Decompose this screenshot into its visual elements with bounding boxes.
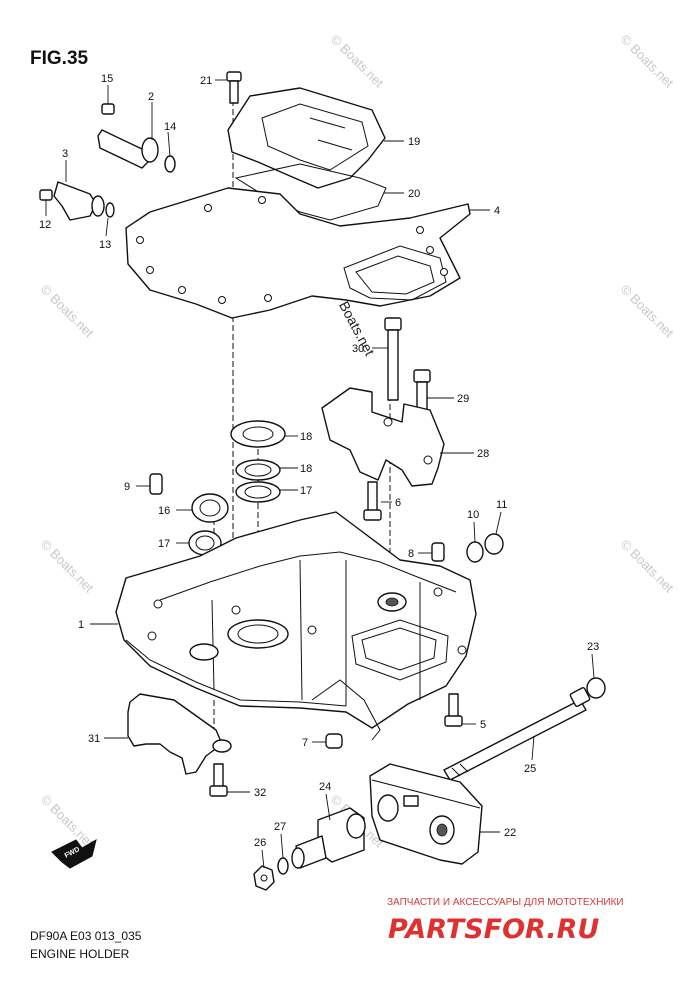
oring-14	[164, 155, 176, 173]
callout-4: 4	[494, 205, 500, 217]
callout-18a: 18	[300, 463, 312, 475]
callout-26: 25	[524, 763, 536, 775]
bracket-29	[321, 387, 445, 487]
watermark-text: © Boats.net	[618, 32, 677, 91]
bolt-6	[363, 481, 382, 521]
figure-name: ENGINE HOLDER	[30, 947, 130, 961]
pin-9	[149, 473, 163, 495]
callout-1: 1	[78, 619, 84, 631]
bolt-5	[444, 693, 463, 727]
nut-27	[253, 865, 275, 891]
bracket-32	[127, 693, 232, 775]
callout-labels: 21 2 15 14 3 12 13 19 20 4 30 29 28 18 1…	[39, 73, 599, 849]
seal-19	[230, 420, 286, 448]
bolt-30	[413, 369, 431, 413]
callout-22: 21	[200, 75, 212, 87]
mount-23	[369, 763, 483, 865]
bolt-31	[384, 317, 402, 401]
callout-7: 7	[302, 737, 308, 749]
figure-title: FIG.35	[30, 48, 89, 69]
callout-6: 6	[395, 497, 401, 509]
callout-13: 13	[99, 239, 111, 251]
callout-23: 22	[504, 827, 516, 839]
callout-17: 17	[158, 538, 170, 550]
callout-9: 9	[124, 481, 130, 493]
pin-8	[431, 542, 445, 562]
watermark-text: © Boats.net	[38, 537, 97, 596]
watermark-text: © Boats.net	[618, 537, 677, 596]
callout-31: 30	[352, 343, 364, 355]
gasket-4	[125, 187, 471, 319]
watermark-text: © Boats.net	[38, 282, 97, 341]
bolt-22	[226, 71, 242, 104]
callout-27: 26	[254, 837, 266, 849]
callout-24: 23	[587, 641, 599, 653]
watermark-text: © Boats.net	[328, 32, 387, 91]
engine-holder-1	[115, 511, 477, 741]
callout-18b: 17	[300, 485, 312, 497]
callout-21: 20	[408, 188, 420, 200]
washer-18a	[235, 459, 281, 481]
ring-10	[466, 541, 484, 563]
bushing-25	[291, 807, 366, 869]
callout-29: 28	[477, 448, 489, 460]
callout-33: 32	[254, 787, 266, 799]
pipe-2	[97, 103, 159, 169]
fwd-arrow-icon: FWD	[51, 838, 97, 869]
callout-10: 10	[467, 509, 479, 521]
brand-logo: PARTSFOR.RU	[388, 914, 599, 945]
callout-20: 19	[408, 136, 420, 148]
washer-28	[277, 857, 289, 875]
callout-5: 5	[480, 719, 486, 731]
callout-19: 18	[300, 431, 312, 443]
callout-12: 12	[39, 219, 51, 231]
washer-18b	[235, 481, 281, 503]
ring-13	[105, 202, 115, 218]
callout-32: 31	[88, 733, 100, 745]
callout-14: 14	[164, 121, 176, 133]
brand-tagline: ЗАПЧАСТИ И АКСЕССУАРЫ ДЛЯ МОТОТЕХНИКИ	[387, 897, 624, 908]
watermark-text: © Boats.net	[618, 282, 677, 341]
callout-8: 8	[408, 548, 414, 560]
plug-11	[484, 533, 504, 555]
pin-7	[325, 733, 343, 749]
callout-25: 24	[319, 781, 331, 793]
bolt-33	[209, 763, 228, 797]
callout-16: 16	[158, 505, 170, 517]
pipe-3	[39, 181, 105, 221]
watermark-text: © Boats.net	[38, 792, 97, 851]
washer-24	[586, 677, 606, 699]
bearing-16	[191, 493, 229, 523]
figure-code: DF90A E03 013_035	[30, 929, 142, 943]
long-bolt-26	[443, 687, 591, 781]
callout-15: 15	[101, 73, 113, 85]
callout-3: 3	[62, 148, 68, 160]
callout-11: 11	[496, 499, 507, 511]
partsfor-brand: ЗАПЧАСТИ И АКСЕССУАРЫ ДЛЯ МОТОТЕХНИКИ PA…	[387, 897, 624, 945]
callout-30: 29	[457, 393, 469, 405]
callout-28: 27	[274, 821, 286, 833]
leader-lines	[45, 79, 595, 869]
callout-2: 2	[148, 91, 154, 103]
cover-20	[227, 87, 386, 189]
